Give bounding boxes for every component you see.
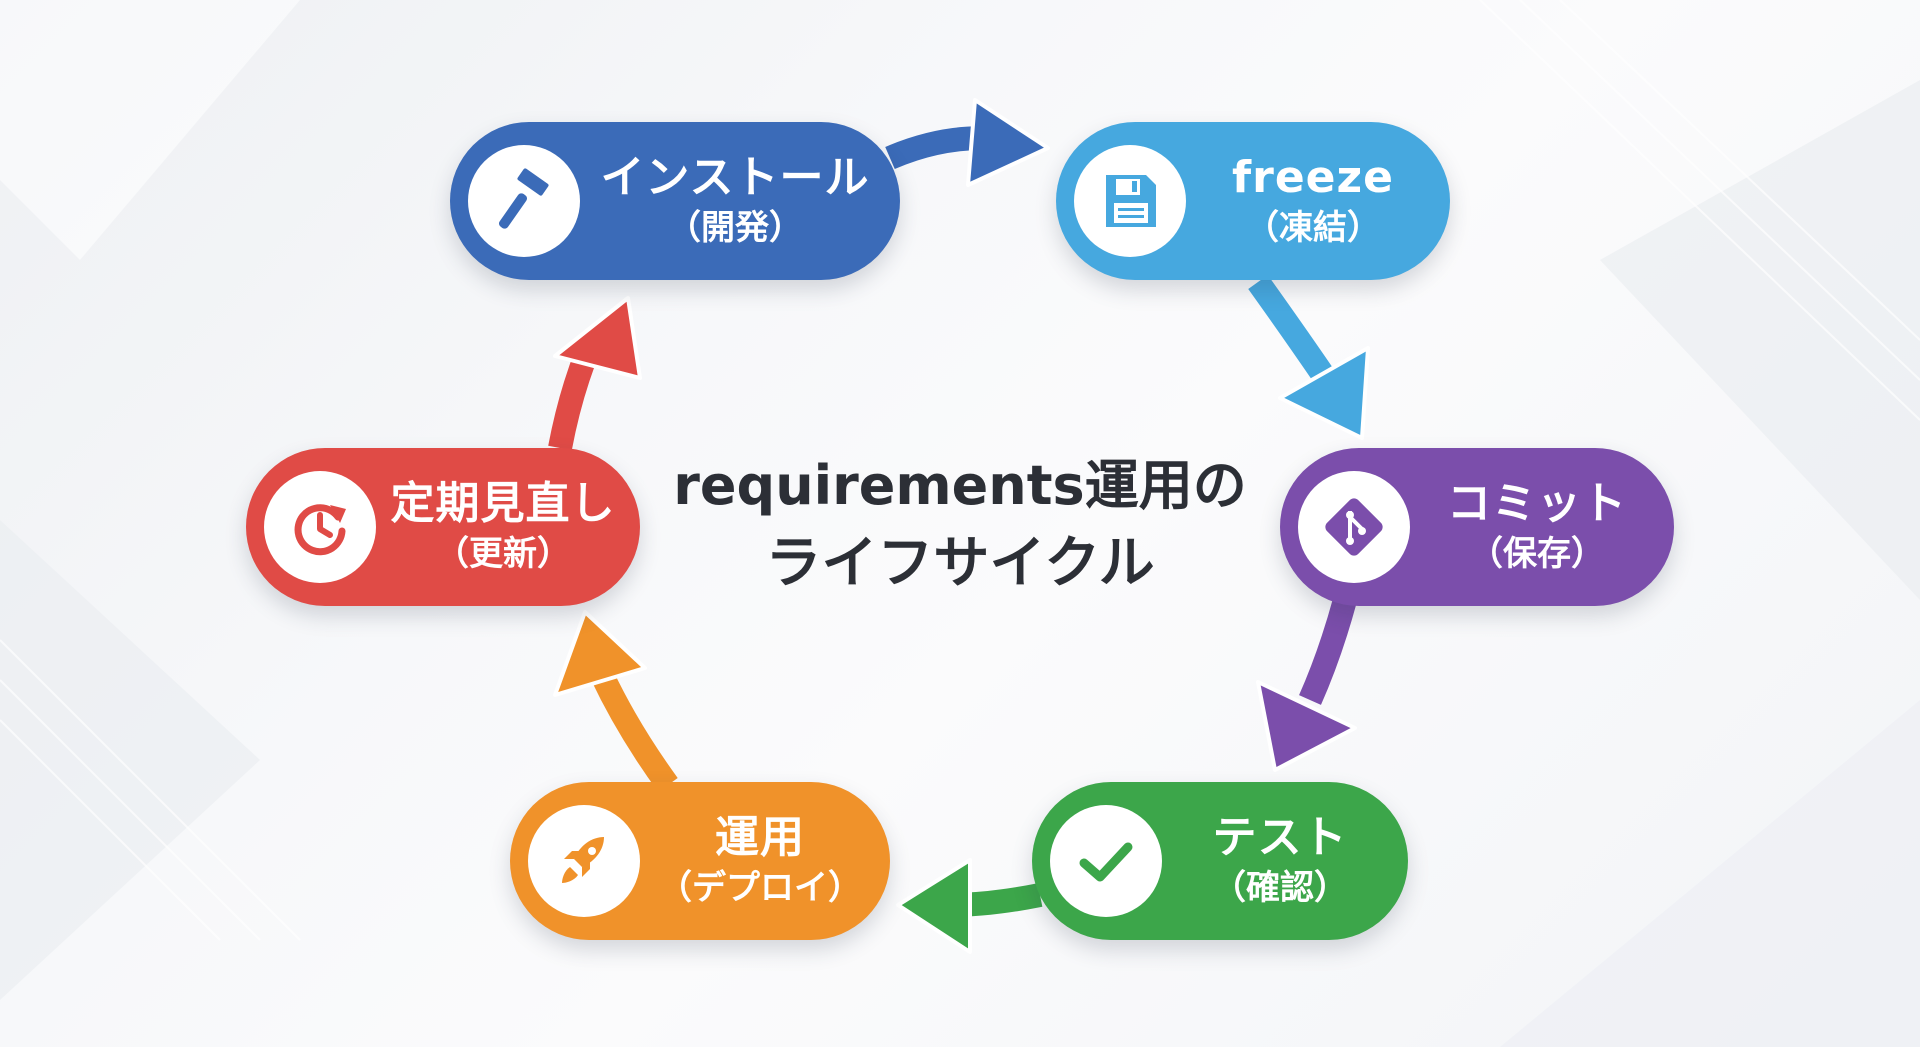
title-line-2: ライフサイクル — [765, 531, 1155, 596]
step-commit: コミット （保存） — [1280, 448, 1674, 606]
arrow-head-commit-to-test — [1256, 680, 1357, 772]
arrow-freeze-to-commit — [1248, 275, 1340, 392]
step-label: freeze — [1232, 152, 1394, 203]
arrow-head-deploy-to-review — [553, 610, 647, 697]
icon-badge — [1050, 805, 1162, 917]
step-sublabel: （保存） — [1469, 534, 1605, 574]
refresh-clock-icon — [294, 504, 346, 556]
step-label: 定期見直し — [390, 478, 616, 529]
step-sublabel: （凍結） — [1245, 208, 1381, 248]
icon-badge — [264, 471, 376, 583]
arrow-head-review-to-install — [553, 296, 642, 380]
step-sublabel: （確認） — [1212, 868, 1348, 908]
step-install: インストール （開発） — [450, 122, 900, 280]
step-label: インストール — [600, 152, 870, 203]
step-sublabel: （更新） — [435, 534, 571, 574]
arrow-head-freeze-to-commit — [1278, 346, 1370, 440]
git-icon — [1325, 498, 1383, 556]
arrow-head-install-to-freeze — [966, 98, 1050, 187]
title-line-1: requirements運用の — [673, 454, 1247, 517]
icon-badge — [528, 805, 640, 917]
step-label: コミット — [1447, 478, 1627, 529]
arrow-head-test-to-deploy — [896, 858, 972, 954]
step-deploy: 運用 （デプロイ） — [510, 782, 890, 940]
diagram-title: requirements運用の ライフサイクル — [640, 448, 1280, 604]
step-sublabel: （デプロイ） — [658, 868, 862, 908]
step-label: テスト — [1212, 812, 1348, 863]
step-label: 運用 — [715, 812, 805, 863]
step-review: 定期見直し （更新） — [246, 448, 640, 606]
arrow-deploy-to-review — [591, 669, 678, 793]
icon-badge — [468, 145, 580, 257]
rocket-icon — [562, 837, 604, 883]
checkmark-icon — [1079, 842, 1133, 882]
arrow-commit-to-test — [1299, 596, 1357, 705]
hammer-icon — [499, 168, 549, 229]
icon-badge — [1298, 471, 1410, 583]
icon-badge — [1074, 145, 1186, 257]
floppy-disk-icon — [1106, 175, 1156, 227]
step-test: テスト （確認） — [1032, 782, 1408, 940]
step-sublabel: （開発） — [667, 208, 803, 248]
step-freeze: freeze （凍結） — [1056, 122, 1450, 280]
